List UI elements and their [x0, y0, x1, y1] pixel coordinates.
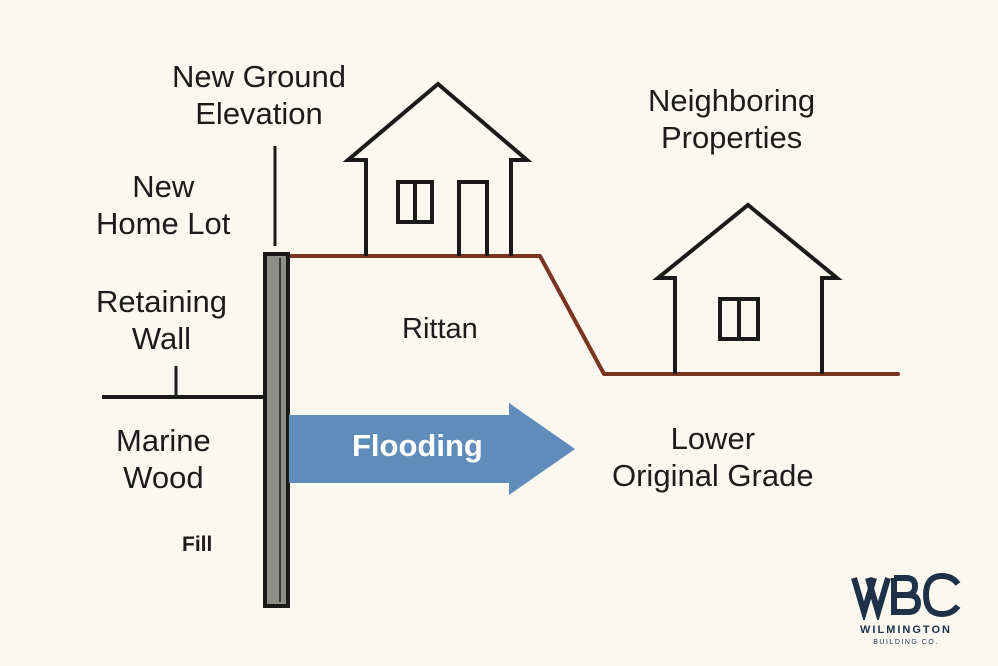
- logo-mark-icon: [851, 572, 961, 623]
- label-marine-line1: Marine: [116, 423, 211, 458]
- label-new-home-lot: New Home Lot: [96, 168, 230, 242]
- flooding-arrow-label: Flooding: [352, 428, 483, 463]
- label-new-ground-elevation: New Ground Elevation: [172, 58, 346, 132]
- logo-text: WILMINGTON BUILDING CO.: [846, 624, 966, 646]
- label-retaining-line2: Wall: [131, 321, 192, 357]
- label-rittan: Rittan: [402, 313, 478, 345]
- label-retaining-wall: Retaining Wall: [96, 283, 227, 357]
- label-marine-line2: Wood: [123, 460, 204, 496]
- label-new-ground-line1: New Ground: [172, 59, 347, 94]
- label-lower-line2: Original Grade: [612, 458, 814, 494]
- label-neighboring-properties: Neighboring Properties: [648, 82, 815, 156]
- retaining-wall: [263, 252, 290, 608]
- neighbor-house: [652, 202, 843, 374]
- label-new-home-line2: Home Lot: [96, 206, 231, 242]
- label-neighboring-line2: Properties: [660, 120, 803, 156]
- label-lower-line1: Lower: [670, 421, 756, 456]
- label-fill: Fill: [182, 533, 213, 556]
- label-retaining-line1: Retaining: [96, 284, 227, 319]
- label-lower-original-grade: Lower Original Grade: [612, 420, 814, 494]
- flooding-arrow: [289, 403, 575, 495]
- label-new-home-line1: New: [132, 169, 195, 204]
- label-marine-wood: Marine Wood: [116, 422, 211, 496]
- label-new-ground-line2: Elevation: [195, 96, 323, 132]
- new-home-house: [342, 81, 533, 256]
- logo-company-name: WILMINGTON: [860, 624, 952, 636]
- label-neighboring-line1: Neighboring: [648, 83, 816, 118]
- logo-company-subtitle: BUILDING CO.: [873, 639, 939, 646]
- grade-line: [286, 254, 900, 376]
- company-logo: WILMINGTON BUILDING CO.: [846, 570, 966, 656]
